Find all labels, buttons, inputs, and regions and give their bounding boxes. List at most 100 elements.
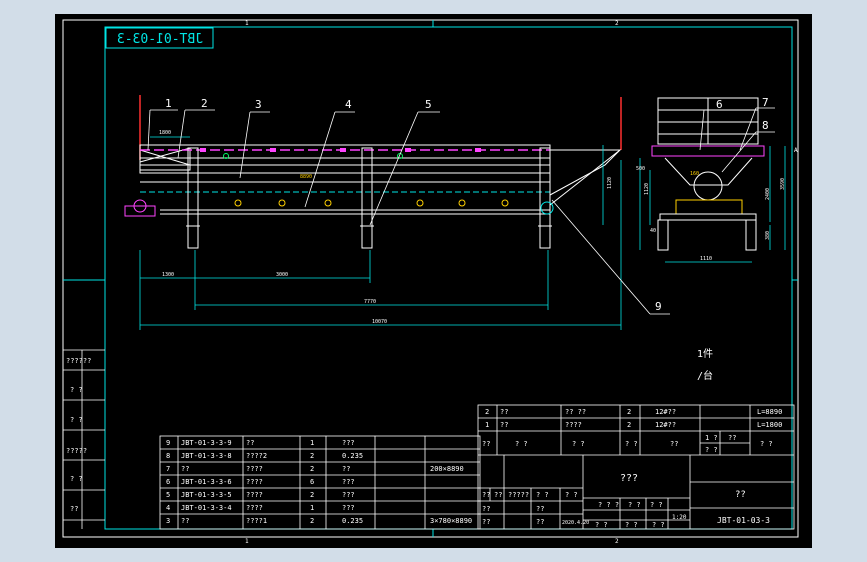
tb-left-2: ?? (482, 518, 490, 526)
note-qty-1: 1件 (697, 348, 713, 360)
tb-sig-0: ????? (508, 491, 529, 499)
bom-cell-mat: ??? (342, 478, 355, 486)
left-cell-5: ? ? (70, 475, 83, 483)
dim-7770: 7770 (364, 299, 376, 305)
bom-cell-name: ???? (246, 478, 263, 486)
tb-row2-spec: L=8890 (757, 408, 782, 416)
dim-500: 500 (636, 166, 645, 172)
tb-header-right-0: 1 ? (705, 434, 718, 442)
dim-380: 380 (765, 231, 771, 240)
bom-cell-name: ???? (246, 491, 263, 499)
callout-4: 4 (345, 98, 352, 111)
callout-8: 8 (762, 119, 769, 132)
zone-top-1: 1 (245, 20, 249, 27)
bom-cell-no: 7 (166, 465, 170, 473)
callout-5: 5 (425, 98, 432, 111)
left-cell-3: ? ? (70, 416, 83, 424)
tb-scale-label-0: ? ? ? (598, 501, 619, 509)
tb-mid-0: ?? (536, 505, 544, 513)
left-cell-2: ? ? (70, 386, 83, 394)
bom-cell-code: JBT-01-3-3-6 (181, 478, 232, 486)
bom-cell-code: JBT-01-3-3-8 (181, 452, 232, 460)
tb-row2-name: ?? ?? (565, 408, 586, 416)
bom-cell-no: 9 (166, 439, 170, 447)
tb-page-1: ? ? (625, 521, 638, 529)
bom-cell-qty: 1 (310, 439, 314, 447)
tb-header-1: ? ? (515, 440, 528, 448)
tb-row2-code: ?? (500, 408, 508, 416)
left-cell-4: ????? (66, 447, 87, 455)
tb-row2-qty: 2 (627, 408, 631, 416)
callout-3: 3 (255, 98, 262, 111)
tb-drawing-title: ??? (620, 473, 638, 484)
dim-40: 40 (650, 228, 656, 234)
bom-cell-name: ?? (246, 439, 254, 447)
bom-cell-note: 3×780×8890 (430, 517, 472, 525)
tb-drawing-no: JBT-01-03-3 (717, 516, 770, 525)
callout-7: 7 (762, 96, 769, 109)
bom-cell-mat: ??? (342, 504, 355, 512)
left-margin-table (63, 349, 105, 529)
bom-cell-code: JBT-01-3-3-4 (181, 504, 232, 512)
bom-cell-qty: 2 (310, 491, 314, 499)
zone-top-2: 2 (615, 20, 619, 27)
tb-scale-label-2: ? ? (650, 501, 663, 509)
dim-1110: 1110 (700, 256, 712, 262)
front-view: 1300 3000 7770 10070 1800 1120 8890 1 2 … (124, 95, 670, 330)
tb-page-2: ? ? (652, 521, 665, 529)
bom-cell-mat: ??? (342, 439, 355, 447)
tb-header-4: ?? (670, 440, 678, 448)
tb-sig-1: ? ? (536, 491, 549, 499)
bom-cell-no: 3 (166, 517, 170, 525)
bom-cell-code: JBT-01-3-3-5 (181, 491, 232, 499)
dim-10070: 10070 (372, 319, 387, 325)
tb-row1-spec: L=1800 (757, 421, 782, 429)
tb-company: ?? (735, 490, 746, 500)
sheet-frame (62, 19, 799, 538)
dim-2400: 2400 (765, 188, 771, 200)
tb-row1-qty: 2 (627, 421, 631, 429)
tb-header-3: ? ? (625, 440, 638, 448)
tb-row1-no: 1 (485, 421, 489, 429)
tb-mid-1: ?? (536, 518, 544, 526)
bom-cell-name: ????2 (246, 452, 267, 460)
note-qty-2: /台 (697, 369, 713, 382)
tb-row1-name: ???? (565, 421, 582, 429)
dim-1800: 1800 (159, 130, 171, 136)
bom-cell-no: 8 (166, 452, 170, 460)
tb-sig-2: ? ? (565, 491, 578, 499)
callout-1: 1 (165, 97, 172, 110)
zone-bottom-1: 1 (245, 538, 249, 545)
callout-6: 6 (716, 98, 723, 111)
dim-8890: 8890 (300, 174, 312, 180)
bom-cell-qty: 2 (310, 452, 314, 460)
bom-cell-qty: 2 (310, 517, 314, 525)
tb-left-3: ?? (494, 491, 502, 499)
bom-cell-no: 5 (166, 491, 170, 499)
title-box (105, 27, 214, 49)
bom-cell-code: ?? (181, 517, 189, 525)
callout-9: 9 (655, 300, 662, 313)
bom-cell-name: ???? (246, 504, 263, 512)
title-box-text: JBT-01-03-3 (117, 32, 203, 47)
bom-cell-mat: ??? (342, 491, 355, 499)
tb-row2-no: 2 (485, 408, 489, 416)
dim-1120-side: 1120 (644, 183, 650, 195)
dim-3000: 3000 (276, 272, 288, 278)
bom-cell-name: ???? (246, 465, 263, 473)
bom-cell-mat: ?? (342, 465, 350, 473)
tb-header-2: ? ? (572, 440, 585, 448)
dim-1120: 1120 (607, 177, 613, 189)
model-space (55, 14, 812, 548)
dim-160: 160 (690, 171, 699, 177)
bom-cell-mat: 0.235 (342, 452, 363, 460)
tb-header-right-2: ?? (728, 434, 736, 442)
bom-cell-code: ?? (181, 465, 189, 473)
bom-cell-no: 4 (166, 504, 170, 512)
bom-cell-qty: 2 (310, 465, 314, 473)
dim-3590: 3590 (780, 178, 786, 190)
side-view: 1110 3590 2400 380 1120 500 160 40 6 7 8 (636, 96, 786, 263)
tb-date: 2020.4.20 (562, 520, 589, 526)
bom-cell-qty: 1 (310, 504, 314, 512)
bom-cell-code: JBT-01-3-3-9 (181, 439, 232, 447)
